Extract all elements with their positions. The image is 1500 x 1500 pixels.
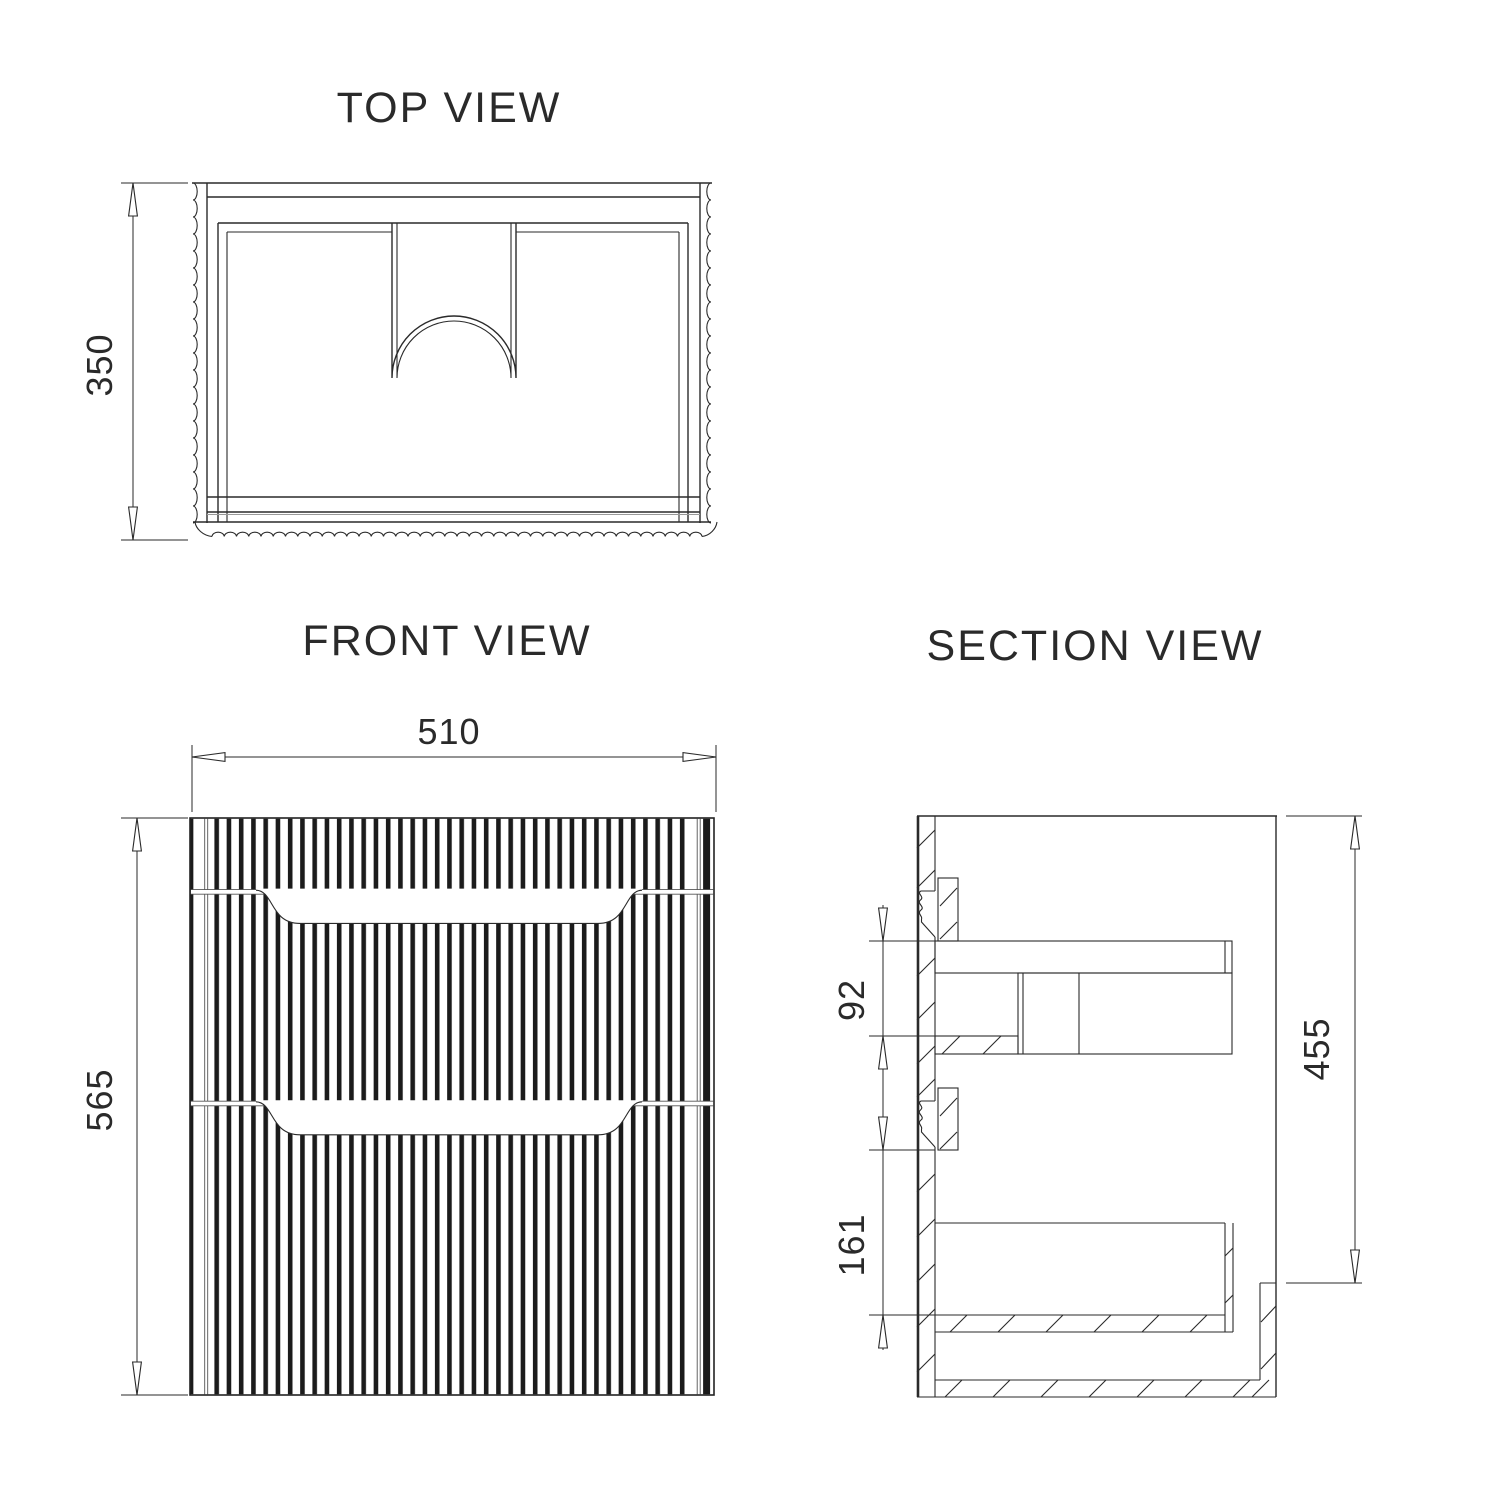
fluted-left-edge: [192, 182, 198, 524]
handle-recess-1: [255, 889, 643, 924]
handle-recess-2-fill: [256, 1100, 642, 1135]
front-view-label: FRONT VIEW: [302, 617, 591, 665]
extension-lines: [191, 745, 717, 812]
back-rail-step: [1259, 1282, 1276, 1380]
handle-rail-1-hatch: [939, 887, 958, 940]
arrowhead-down: [877, 907, 889, 942]
dim-height-565: 565: [79, 817, 188, 1396]
top-view-label: TOP VIEW: [337, 84, 562, 132]
section-view: SECTION VIEW: [831, 622, 1362, 1398]
fluted-right-edge: [706, 182, 712, 524]
section-view-drawing: [916, 815, 1277, 1398]
handle-recess-1-fill: [256, 888, 642, 924]
arrowhead-down: [877, 1116, 889, 1151]
panel-joint-lines: [204, 818, 701, 1395]
dim-drawer-clearance-92: 92: [831, 905, 935, 1350]
front-corner-flares: [194, 521, 718, 538]
basin-cutout-inner: [396, 223, 512, 379]
cabinet-outline: [189, 817, 715, 1396]
extension-lines: [1286, 815, 1362, 1284]
top-view-drawing: [192, 182, 718, 538]
dim-text-510: 510: [417, 711, 480, 752]
extension-lines: [869, 940, 935, 1037]
dim-width-510: 510: [191, 711, 717, 812]
top-view: TOP VIEW: [79, 84, 718, 541]
basin-cutout-outer: [391, 223, 517, 379]
extension-lines: [869, 1149, 935, 1316]
arrowhead-down: [1349, 1249, 1361, 1284]
arrowhead-right: [682, 751, 717, 763]
handle-rail-2: [937, 1087, 959, 1151]
extension-lines: [121, 817, 188, 1396]
lower-drawer-bottom-hatch: [949, 1314, 1208, 1333]
cabinet-bottom-hatch: [944, 1379, 1270, 1398]
dim-drawer-inner-161: 161: [831, 1116, 935, 1349]
upper-drawer-runner-hatch: [941, 1035, 1002, 1055]
handle-rail-2-hatch: [939, 1097, 958, 1150]
dim-depth-350: 350: [79, 182, 188, 541]
section-view-label: SECTION VIEW: [927, 622, 1264, 670]
arrowhead-down: [131, 1361, 143, 1396]
arrowhead-up: [131, 817, 143, 852]
handle-recess-2: [255, 1101, 643, 1136]
arrowhead-up: [877, 1314, 889, 1349]
arrowhead-up: [127, 182, 139, 217]
arrowhead-left: [191, 751, 226, 763]
upper-drawer-box-lines: [1022, 973, 1080, 1054]
upper-drawer-box: [1017, 972, 1233, 1055]
back-rail-step-hatch: [1260, 1305, 1277, 1370]
dim-text-350: 350: [79, 333, 120, 396]
handle-profile-2: [918, 1100, 936, 1148]
upper-drawer-rail: [934, 940, 1233, 974]
carcase-inner-line: [226, 231, 680, 522]
arrowhead-down: [127, 506, 139, 541]
lower-drawer-back-hatch: [1224, 1247, 1234, 1304]
cabinet-bottom-panel: [917, 1379, 1276, 1398]
carcase-outline: [207, 222, 700, 522]
dim-text-565: 565: [79, 1068, 120, 1131]
extension-lines: [121, 182, 188, 541]
arrowhead-up: [877, 1035, 889, 1070]
upper-drawer-runner: [934, 1035, 1019, 1055]
dim-text-92: 92: [831, 979, 872, 1021]
arrowhead-up: [1349, 815, 1361, 850]
dim-text-455: 455: [1296, 1017, 1337, 1080]
handle-profile-1: [918, 890, 936, 938]
lower-drawer-box: [935, 1222, 1234, 1333]
front-panel-hatching: [916, 829, 936, 1373]
front-view: FRONT VIEW 510: [79, 617, 717, 1396]
dim-carcase-height-455: 455: [1286, 815, 1362, 1284]
front-view-drawing: [189, 817, 715, 1396]
dim-text-161: 161: [831, 1213, 872, 1276]
fluted-front-edge: [211, 531, 703, 537]
